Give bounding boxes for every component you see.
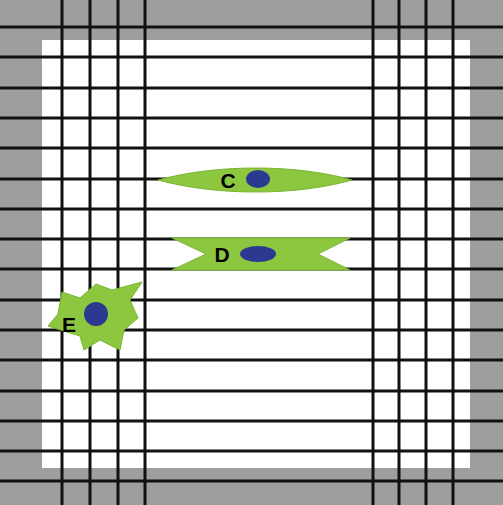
white-substrate: [42, 40, 470, 468]
cell-shape: [170, 236, 352, 272]
cell-body: [48, 282, 142, 350]
horizontal-lines: [0, 27, 503, 481]
nucleus: [84, 302, 108, 326]
vertical-lines: [62, 0, 453, 505]
cell: D: [170, 236, 352, 272]
nucleus: [240, 246, 276, 262]
nucleus: [246, 170, 270, 188]
cell-label: D: [214, 244, 229, 265]
cell: C: [156, 166, 354, 194]
cell-label: C: [220, 170, 235, 191]
cell-shape: [46, 280, 144, 352]
cell-shape: [156, 166, 354, 194]
cell-body: [158, 168, 352, 192]
cell-body: [172, 238, 350, 270]
cell-label: E: [62, 314, 76, 335]
cell: E: [46, 280, 144, 352]
